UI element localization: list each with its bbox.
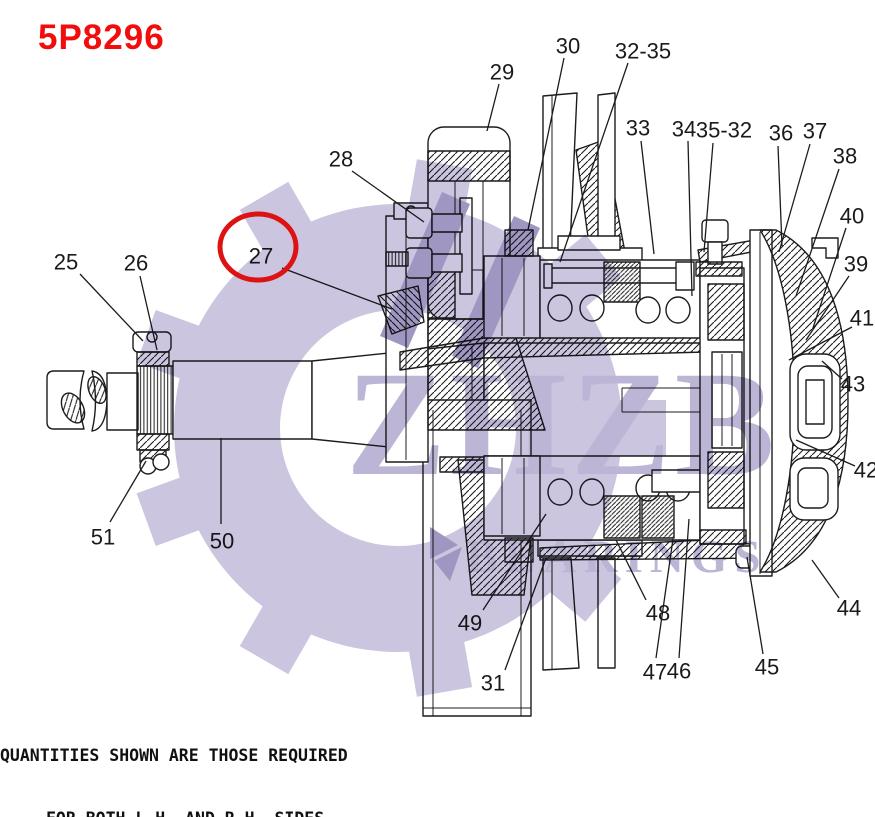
callout-46: 46: [667, 659, 691, 684]
callout-leader-35-32: [703, 142, 714, 253]
callout-leader-44: [811, 559, 840, 599]
hub-assembly: [695, 219, 849, 577]
callout-37: 37: [803, 119, 827, 144]
quantities-note: QUANTITIES SHOWN ARE THOSE REQUIRED FOR …: [0, 703, 420, 817]
callout-38: 38: [833, 144, 857, 169]
callout-44: 44: [837, 596, 861, 621]
gear-chevron: [380, 192, 470, 348]
callout-leader-25: [79, 273, 144, 342]
gear-tooth: [616, 400, 666, 456]
callout-42: 42: [854, 458, 875, 483]
callout-39: 39: [844, 252, 868, 277]
callout-leader-37: [778, 143, 811, 253]
callout-34: 34: [672, 117, 696, 142]
gear-tooth: [546, 234, 622, 310]
callout-leader-42: [795, 439, 856, 467]
callout-26: 26: [124, 251, 148, 276]
note-line-1: QUANTITIES SHOWN ARE THOSE REQUIRED: [0, 746, 348, 765]
callout-43: 43: [841, 372, 865, 397]
gear-tooth: [546, 546, 622, 622]
gear-tooth: [408, 637, 473, 697]
callout-leader-38: [795, 168, 840, 297]
callout-25: 25: [54, 250, 78, 275]
callout-leader-33: [640, 140, 655, 255]
callout-leader-39: [805, 275, 850, 341]
callout-leader-41: [788, 326, 853, 361]
callout-leader-36: [777, 145, 783, 247]
callout-leader-48: [615, 539, 647, 601]
watermark: ZHZB BEARINGS: [136, 159, 779, 697]
callout-leader-32-35: [559, 62, 629, 263]
callout-leader-34: [687, 140, 693, 297]
gear-icon: [136, 159, 666, 697]
highlight-circle: [217, 211, 299, 283]
callout-leader-47: [655, 538, 674, 659]
callout-leader-43: [821, 360, 843, 380]
callout-47: 47: [643, 660, 667, 685]
callout-leader-45: [746, 556, 764, 655]
watermark-logo-mark: [434, 547, 462, 581]
splined-shaft-end: [136, 365, 174, 435]
gear-tooth: [136, 476, 203, 546]
callout-48: 48: [646, 601, 670, 626]
callout-leader-29: [486, 83, 500, 132]
callout-35-32: 35-32: [696, 118, 752, 143]
watermark-brand: ZHZB: [346, 341, 779, 507]
callout-41: 41: [850, 306, 874, 331]
part-number: 5P8296: [38, 18, 165, 57]
callout-32-35: 32-35: [615, 39, 671, 64]
callout-36: 36: [769, 121, 793, 146]
callout-leader-46: [678, 518, 690, 659]
gear-chevron: [452, 216, 540, 368]
callout-31: 31: [481, 671, 505, 696]
callout-33: 33: [626, 116, 650, 141]
callout-51: 51: [91, 525, 115, 550]
bearing-ball: [635, 296, 661, 324]
callout-29: 29: [490, 60, 514, 85]
callout-30: 30: [556, 34, 580, 59]
callout-leader-51: [109, 460, 147, 523]
note-line-2: FOR BOTH L.H. AND R.H. SIDES: [0, 808, 420, 817]
gear-tooth: [136, 310, 203, 380]
watermark-logo-mark: [430, 527, 458, 559]
callout-leader-40: [812, 227, 847, 329]
watermark-subtitle: BEARINGS: [466, 531, 768, 583]
callout-45: 45: [755, 655, 779, 680]
callout-leader-30: [527, 57, 565, 231]
bearing-ball: [665, 296, 691, 324]
callout-28: 28: [329, 147, 353, 172]
callout-40: 40: [840, 204, 864, 229]
gear-tooth: [239, 602, 314, 675]
